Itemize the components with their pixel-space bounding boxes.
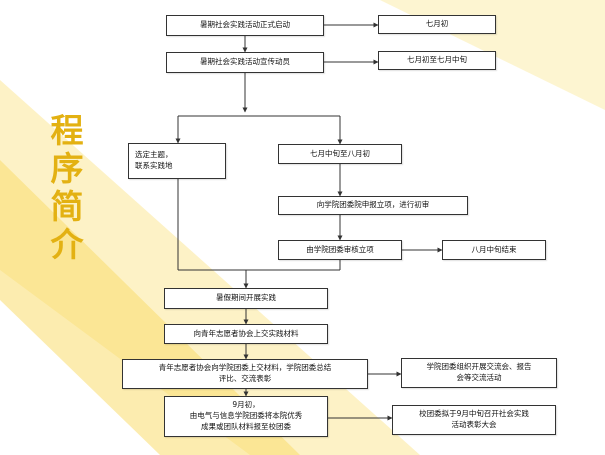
node-school-award: 校团委拟于9月中旬召开社会实践 活动表彰大会 [392,405,556,435]
node-mobilize-time: 七月初至七月中旬 [378,51,496,70]
side-title-char: 序 [50,149,84,188]
node-exchange-meeting: 学院团委组织开展交流会、报告 会等交流活动 [401,358,557,388]
side-title-char: 简 [50,187,84,226]
node-mid-july-aug: 七月中旬至八月初 [278,144,402,164]
side-title: 程 序 简 介 [44,112,90,264]
node-apply: 向学院团委院申报立项，进行初审 [278,196,468,215]
node-choose-theme: 选定主题， 联系实践地 [128,143,226,179]
node-sept-recommend: 9月初， 由电气与信息学院团委将本院优秀 成果或团队材料报至校团委 [164,396,328,437]
node-launch: 暑期社会实践活动正式启动 [166,15,324,36]
side-title-char: 介 [50,225,84,264]
side-title-char: 程 [50,111,84,150]
node-mobilize: 暑期社会实践活动宣传动员 [166,52,324,73]
node-submit-volunteer: 向青年志愿者协会上交实践材料 [164,324,328,344]
node-review-end: 八月中旬结束 [442,240,546,260]
node-launch-time: 七月初 [378,15,496,34]
node-submit-college: 青年志愿者协会向学院团委上交材料，学院团委总结 评比、交流表彰 [122,359,368,389]
node-review: 由学院团委审核立项 [278,240,402,260]
node-practice: 暑假期间开展实践 [164,288,328,309]
